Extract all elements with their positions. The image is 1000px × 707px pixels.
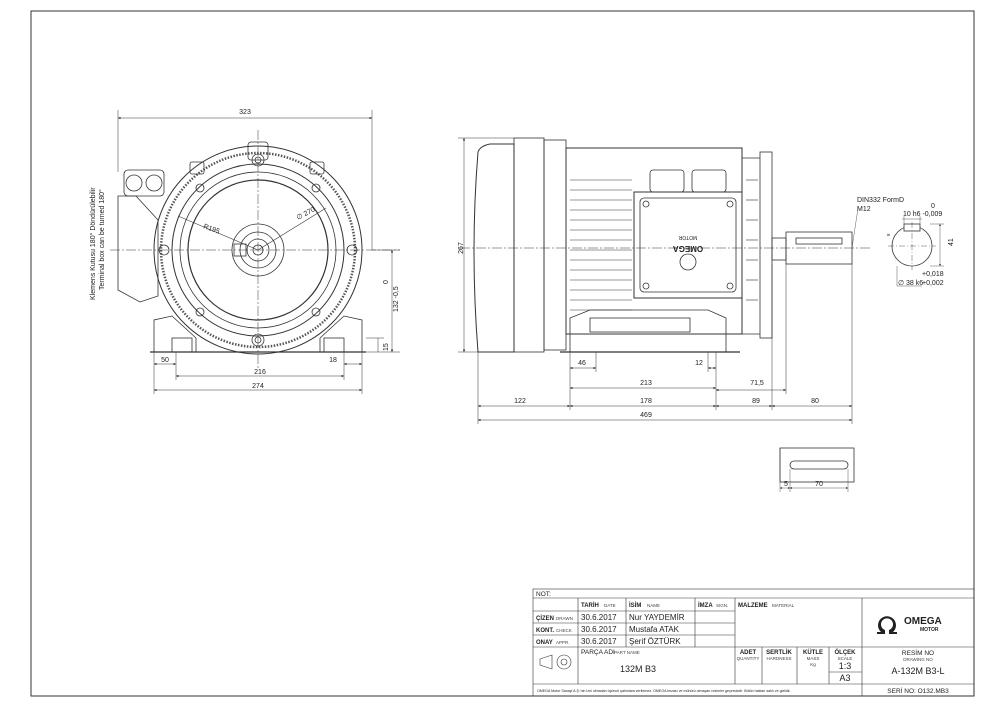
dim-46: 46: [578, 360, 586, 367]
dim-41: 41: [948, 238, 955, 246]
shaft-standard: DIN332 FormD: [857, 197, 904, 204]
dim-122: 122: [514, 398, 526, 405]
terminal-note-en: Terminal box can be turned 180°: [98, 189, 106, 290]
dim-18: 18: [329, 357, 337, 364]
tb-row-drawn-role-en: DRAWN: [556, 616, 573, 621]
nameplate-sub: MOTOR: [678, 234, 697, 240]
tb-serial: SERİ NO: O132.MB3: [887, 686, 949, 695]
tb-row-appr-role-en: APPR.: [556, 640, 570, 645]
tb-qty-label-en: QUANTITY: [737, 656, 760, 661]
tb-row-drawn-date: 30.6.2017: [581, 613, 617, 622]
tb-row-appr-role: ONAY: [536, 640, 553, 646]
tb-col-date: TARİH: [581, 602, 599, 609]
tb-part-label: PARÇA ADI: [581, 649, 615, 656]
tb-qty-label: ADET: [740, 650, 757, 656]
tb-scale: 1:3: [839, 661, 852, 671]
shaft-tol-bottom: +0,002: [922, 280, 944, 287]
tb-company-sub: MOTOR: [920, 627, 939, 633]
side-view: [460, 137, 870, 353]
tb-col-sign: İMZA: [698, 602, 713, 609]
tb-col-name-en: NAME: [647, 603, 660, 608]
shaft-tol-top: +0,018: [922, 271, 944, 278]
dim-71-5: 71,5: [750, 380, 764, 387]
dim-469: 469: [640, 412, 652, 419]
dim-8: 8: [886, 233, 891, 236]
shaft-thread: M12: [857, 206, 871, 213]
tb-mass-label-en: MASS: [807, 656, 820, 661]
dim-70: 70: [815, 481, 823, 488]
dim-15: 15: [383, 343, 390, 351]
tb-row-check-name: Mustafa ATAK: [629, 625, 680, 634]
tb-row-drawn-name: Nur YAYDEMİR: [629, 613, 685, 622]
tb-hard-label-en: HARDNESS: [766, 656, 791, 661]
omega-logo: [877, 616, 897, 634]
dim-50: 50: [161, 357, 169, 364]
dim-213: 213: [640, 380, 652, 387]
nameplate-logo: OMEGA: [673, 244, 703, 253]
tb-footer: OMEGA Motor Sanayi A.Ş.'nin izni olmadan…: [537, 689, 791, 693]
tb-col-sign-en: SIGN.: [716, 603, 728, 608]
key-width: 10 h6 -0,009: [903, 211, 942, 218]
tb-row-check-role-en: CHECK: [556, 628, 572, 633]
sheet-border: [30, 10, 975, 697]
front-view: [110, 130, 400, 370]
title-block: [532, 588, 975, 697]
key-tol-top: 0: [931, 203, 935, 210]
tb-row-check-role: KONT.: [536, 628, 554, 634]
dim-267: 267: [458, 242, 465, 254]
tb-scale-label: ÖLÇEK: [835, 649, 857, 656]
dim-132: 132 -0,5: [393, 286, 400, 312]
tb-col-material: MALZEME: [738, 603, 768, 609]
tb-sheet-size: A3: [839, 673, 850, 683]
tb-part-label-en: PART NAME: [614, 650, 640, 655]
tb-row-appr-name: Şerif ÖZTÜRK: [629, 637, 681, 646]
tb-company: OMEGA: [904, 616, 942, 627]
tb-row-appr-date: 30.6.2017: [581, 637, 617, 646]
dim-12: 12: [695, 360, 703, 367]
dim-216: 216: [254, 369, 266, 376]
side-view-dimensions: [458, 137, 853, 424]
tb-mass-unit: Kg: [810, 662, 816, 667]
tb-mass-label: KÜTLE: [803, 649, 823, 656]
terminal-note-tr: Klemens Kutusu 180° Döndürülebilir: [89, 187, 97, 300]
tb-hard-label: SERTLİK: [766, 649, 792, 656]
tb-col-date-en: DATE: [604, 603, 616, 608]
dim-323: 323: [239, 109, 251, 116]
tb-drawing-no-label-en: DRAWING NO: [903, 657, 933, 662]
front-view-dimensions: [117, 110, 400, 394]
shaft-diameter: ∅ 38 k6: [898, 280, 923, 287]
dim-r195: R195: [202, 223, 220, 235]
tb-row-check-date: 30.6.2017: [581, 625, 617, 634]
tb-not-label: NOT:: [536, 591, 551, 598]
tb-col-material-en: MATERIAL: [772, 603, 795, 608]
dim-178: 178: [640, 398, 652, 405]
tb-col-name: İSİM: [629, 602, 641, 609]
tb-drawing-no-label: RESİM NO: [902, 648, 934, 657]
dim-80: 80: [811, 398, 819, 405]
tb-row-drawn-role: ÇİZEN: [536, 615, 554, 622]
tb-drawing-no: A-132M B3-L: [891, 666, 944, 676]
tb-part-name: 132M B3: [620, 664, 656, 674]
dim-274: 274: [252, 383, 264, 390]
dim-132-tol: 0: [383, 280, 390, 284]
dim-89: 89: [752, 398, 760, 405]
dim-d270: ∅ 270: [296, 206, 317, 221]
tb-scale-label-en: SCALE: [838, 656, 853, 661]
dim-5: 5: [784, 481, 788, 488]
key-detail: [779, 447, 855, 492]
shaft-section-detail: [851, 207, 944, 287]
